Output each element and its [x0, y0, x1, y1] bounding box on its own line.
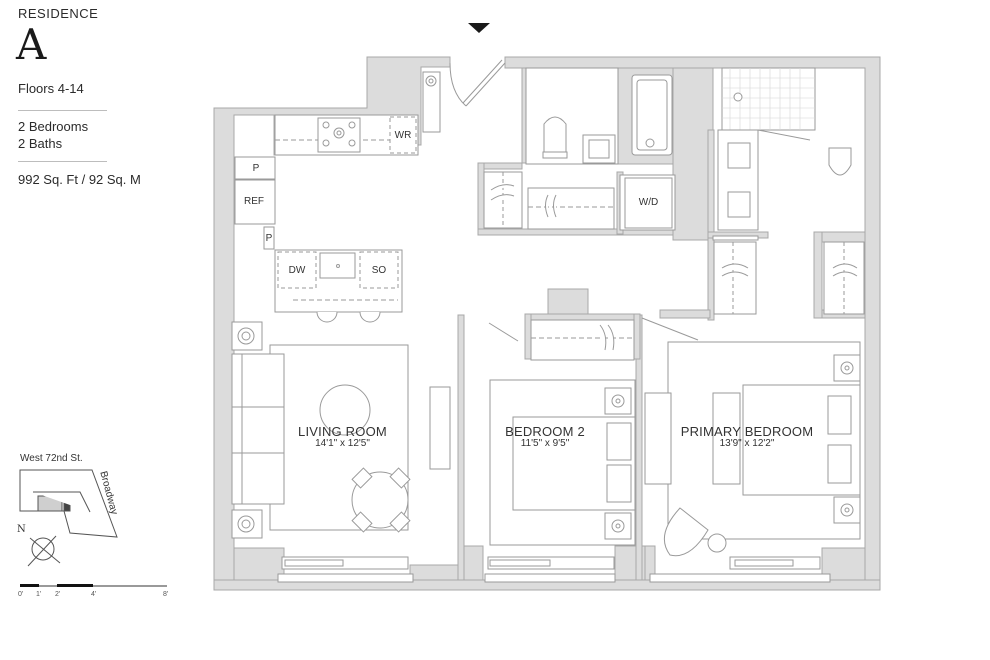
living-room-dims: 14'1" x 12'5"	[315, 438, 370, 449]
residence-letter: A	[16, 20, 47, 69]
primary-bedroom-dims: 13'9" x 12'2"	[719, 438, 775, 449]
kitchen	[234, 71, 441, 323]
toilet-icon	[543, 116, 567, 156]
street-label: West 72nd St.	[20, 453, 83, 464]
key-plan	[19, 469, 118, 567]
toilet-icon	[828, 147, 852, 176]
bedroom2-dims: 11'5" x 9'5"	[520, 438, 570, 449]
bedroom2-furniture	[488, 319, 636, 546]
pantry-label: P	[252, 163, 260, 174]
bedroom2-label: BEDROOM 2	[505, 424, 585, 439]
sink-icon	[319, 252, 356, 279]
area-text: 992 Sq. Ft / 92 Sq. M	[18, 172, 141, 187]
bench	[712, 392, 741, 485]
dishwasher-label: DW	[288, 265, 306, 276]
room-count: 2 Bedrooms 2 Baths	[18, 118, 88, 152]
primary-bath	[712, 67, 865, 315]
walls	[213, 56, 881, 591]
scale-label: 8'	[163, 591, 169, 598]
scale-label: 4'	[91, 591, 97, 598]
side-table	[707, 533, 727, 553]
dresser	[644, 392, 672, 485]
living-furniture	[231, 321, 451, 539]
divider	[18, 110, 107, 111]
residence-eyebrow: RESIDENCE	[18, 6, 99, 21]
wine-refrigerator-label: WR	[394, 130, 412, 141]
refrigerator-label: REF	[244, 196, 264, 207]
windows	[277, 556, 831, 583]
floors-text: Floors 4-14	[18, 81, 84, 96]
armchair-icon	[663, 507, 709, 557]
bedrooms-text: 2 Bedrooms	[18, 119, 89, 134]
sofa-icon	[231, 353, 285, 505]
scale-label: 2'	[55, 591, 61, 598]
scale-label: 0'	[18, 591, 24, 598]
living-room-label: LIVING ROOM	[298, 424, 387, 439]
washer-dryer-label: W/D	[638, 197, 659, 208]
dining-table-icon	[351, 471, 409, 529]
north-label: N	[17, 524, 26, 535]
scale-label: 1'	[36, 591, 42, 598]
primary-bedroom-label: PRIMARY BEDROOM	[680, 424, 814, 439]
entry-arrow-icon	[468, 23, 490, 33]
divider	[18, 161, 107, 162]
bath-2	[483, 67, 676, 231]
media-console	[429, 386, 451, 470]
closet	[530, 319, 635, 361]
scale-bar	[20, 584, 167, 587]
entry-door	[449, 59, 506, 107]
pantry-label: P	[265, 233, 273, 244]
steam-oven-label: SO	[371, 265, 387, 276]
primary-furniture	[641, 317, 861, 557]
baths-text: 2 Baths	[18, 136, 63, 151]
